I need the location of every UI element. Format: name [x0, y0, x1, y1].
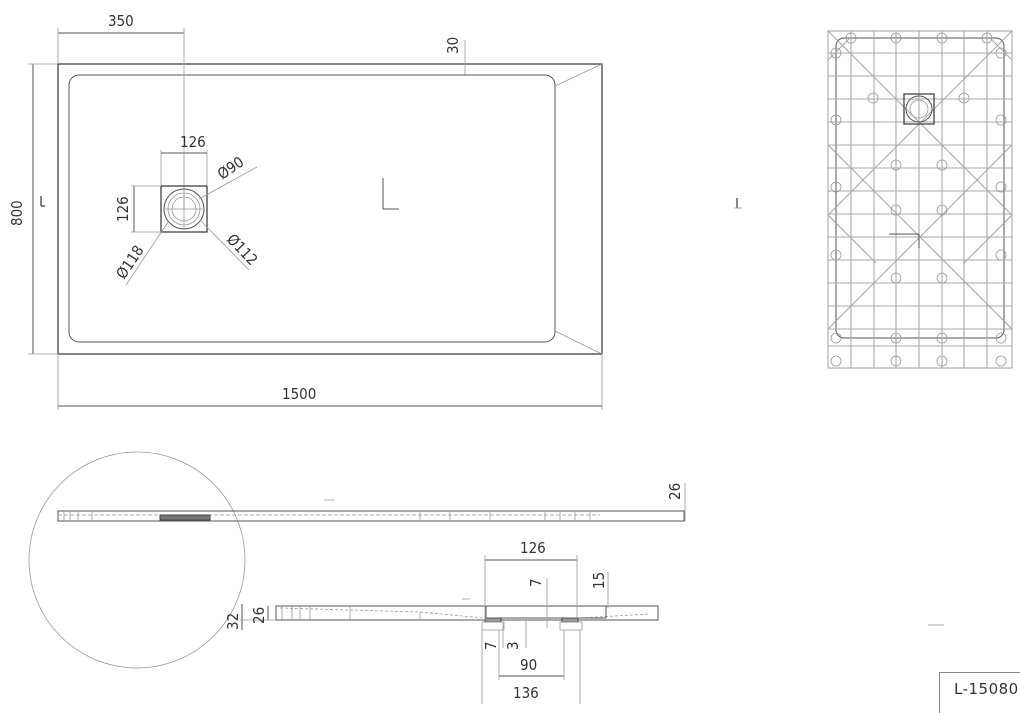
dim-rim-height: 15	[590, 572, 608, 589]
dim-grate-thickness: 7	[482, 641, 500, 650]
dim-width: 1500	[282, 385, 316, 403]
dim-body-height: 26	[250, 607, 268, 624]
bottom-view	[827, 30, 1013, 369]
top-view: 350 30 800 1500 126	[8, 12, 603, 410]
side-view: 26	[28, 451, 686, 669]
section-view: 32 26 126 7 15 7 3 90 136	[224, 539, 659, 704]
dim-height: 800	[8, 200, 26, 226]
dim-diam-90: Ø90	[214, 153, 247, 183]
dim-total-height: 32	[224, 613, 242, 630]
dim-outer: 136	[513, 684, 539, 702]
dim-gap: 3	[504, 641, 522, 650]
dim-drain-offset: 350	[108, 12, 134, 30]
dim-rim: 30	[444, 37, 462, 54]
dim-diam-118: Ø118	[112, 242, 147, 282]
dim-drain-height: 126	[114, 196, 132, 222]
drawing-code: L-15080	[954, 680, 1019, 698]
dim-side-height: 26	[666, 483, 684, 500]
drain-top: 126 126 Ø90 Ø112 Ø118	[112, 133, 261, 286]
dim-outlet: 90	[520, 656, 537, 674]
dim-drain-depth: 7	[527, 578, 545, 587]
dim-drain-width: 126	[180, 133, 206, 151]
dim-section-drain-width: 126	[520, 539, 546, 557]
